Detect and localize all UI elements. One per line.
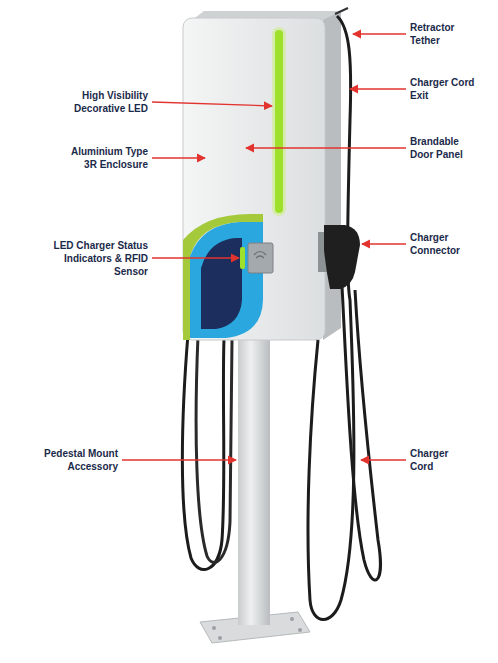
leader-line xyxy=(350,88,406,89)
decorative-led xyxy=(275,30,283,213)
callout-label: Pedestal Mount Accessory xyxy=(32,447,118,473)
callout-label: LED Charger Status Indicators & RFID Sen… xyxy=(48,239,148,278)
bolt xyxy=(290,617,294,621)
callout-label: Charger Cord xyxy=(410,447,462,473)
charger-cord xyxy=(342,286,380,580)
charger-connector xyxy=(324,225,360,289)
bolt xyxy=(218,636,222,640)
rfid-symbol xyxy=(254,252,266,259)
leader-line xyxy=(152,157,205,158)
led-glow xyxy=(272,27,286,216)
logo-shape xyxy=(190,222,263,338)
logo-shape xyxy=(201,238,242,329)
enclosure-front xyxy=(183,18,325,340)
callout-label: Brandable Door Panel xyxy=(410,135,474,161)
status-led xyxy=(240,247,245,269)
leader-line xyxy=(152,257,239,258)
rfid-sensor xyxy=(248,243,273,273)
bolt xyxy=(298,628,302,632)
callout-label: Aluminium Type 3R Enclosure xyxy=(56,145,148,171)
charger-cord xyxy=(196,336,232,562)
leader-line xyxy=(353,33,406,34)
bolt xyxy=(212,626,216,630)
charger-cord xyxy=(308,16,354,620)
callout-label: Charger Connector xyxy=(410,231,472,257)
leader-line xyxy=(361,459,406,460)
leader-line xyxy=(246,147,406,148)
leader-line xyxy=(152,102,272,106)
logo-shape xyxy=(183,214,263,340)
enclosure-side xyxy=(323,11,341,340)
callout-label: Retractor Tether xyxy=(410,21,472,47)
callout-label: Charger Cord Exit xyxy=(410,76,486,102)
callout-label: High Visibility Decorative LED xyxy=(56,89,148,115)
leader-line xyxy=(122,459,236,460)
pedestal-pole xyxy=(238,335,270,625)
leader-line xyxy=(362,243,406,244)
retractor-tether xyxy=(335,8,348,14)
